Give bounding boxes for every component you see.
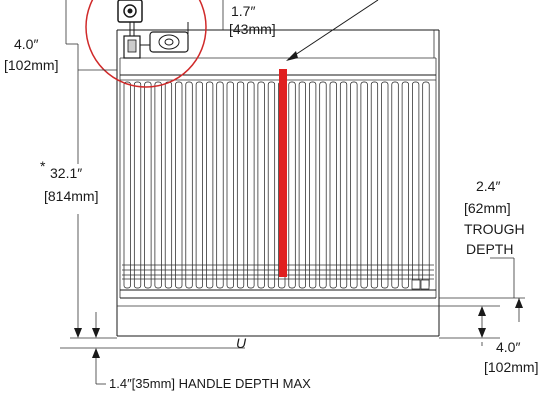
dim-right-lower-value: 4.0″ — [496, 339, 520, 355]
grate-fin — [298, 81, 306, 289]
dim-top-right: 1.7″ [43mm] — [222, 0, 276, 37]
grate-fin — [412, 81, 420, 289]
grate-fin — [381, 81, 389, 289]
dim-trough-label-2: DEPTH — [466, 241, 513, 257]
dim-left-upper: 4.0″ [102mm] — [4, 0, 117, 73]
center-mark: U — [236, 335, 247, 351]
grate-fin — [319, 81, 327, 289]
dim-handle-depth: 1.4″[35mm] HANDLE DEPTH MAX — [60, 312, 311, 391]
leader-arrow — [286, 0, 379, 61]
grate-fin — [216, 81, 224, 289]
highlight-bar — [279, 69, 287, 277]
grate-fin — [185, 81, 193, 289]
gas-valve-icon — [117, 0, 143, 36]
grate-fin — [226, 81, 234, 289]
grate-fin — [206, 81, 214, 289]
cabinet-outline — [116, 29, 440, 337]
grate-fin — [144, 81, 152, 289]
dim-asterisk: * — [40, 158, 46, 174]
dim-overall-height: * 32.1″ [814mm] — [40, 70, 117, 339]
grate-fin — [257, 81, 265, 289]
grate-fin — [422, 81, 430, 289]
grate-fin — [195, 81, 203, 289]
grate-fin — [267, 81, 276, 289]
grate-fin — [309, 81, 317, 289]
grate-fin — [175, 81, 183, 289]
dim-height-metric: [814mm] — [44, 188, 98, 204]
dim-trough-label-1: TROUGH — [464, 221, 525, 237]
grate-fins — [123, 81, 430, 289]
dim-left-upper-value: 4.0″ — [14, 36, 38, 52]
dim-right-lower: 4.0″ [102mm] — [439, 305, 538, 375]
grate-fin — [288, 81, 296, 289]
dim-handle-label: 1.4″[35mm] HANDLE DEPTH MAX — [109, 376, 311, 391]
dim-trough-depth: 2.4″ [62mm] TROUGH DEPTH — [439, 178, 525, 322]
dim-trough-value: 2.4″ — [476, 178, 500, 194]
grate-fin — [247, 81, 255, 289]
dim-left-upper-metric: [102mm] — [4, 57, 58, 73]
grate-fin — [236, 81, 245, 289]
grate-fin — [391, 81, 399, 289]
grate-fin — [350, 81, 358, 289]
grate-fin — [339, 81, 348, 289]
grate-fin — [360, 81, 368, 289]
callout-circle — [85, 0, 207, 88]
dim-right-lower-metric: [102mm] — [484, 359, 538, 375]
regulator-icon — [149, 22, 189, 53]
grate-fin — [133, 81, 142, 289]
grate-fin — [401, 81, 409, 289]
dim-top-right-value: 1.7″ — [231, 3, 255, 19]
grate-fin — [370, 81, 379, 289]
grate-fin — [123, 81, 131, 289]
grate-fin — [154, 81, 162, 289]
dim-trough-metric: [62mm] — [464, 200, 511, 216]
dim-height-value: 32.1″ — [50, 165, 82, 181]
dim-top-right-metric: [43mm] — [229, 21, 276, 37]
grate-fin — [164, 81, 173, 289]
grate-crossbars — [122, 264, 434, 280]
gas-valve-assembly — [85, 0, 207, 88]
drain-tabs — [411, 279, 430, 290]
grate-fin — [329, 81, 337, 289]
